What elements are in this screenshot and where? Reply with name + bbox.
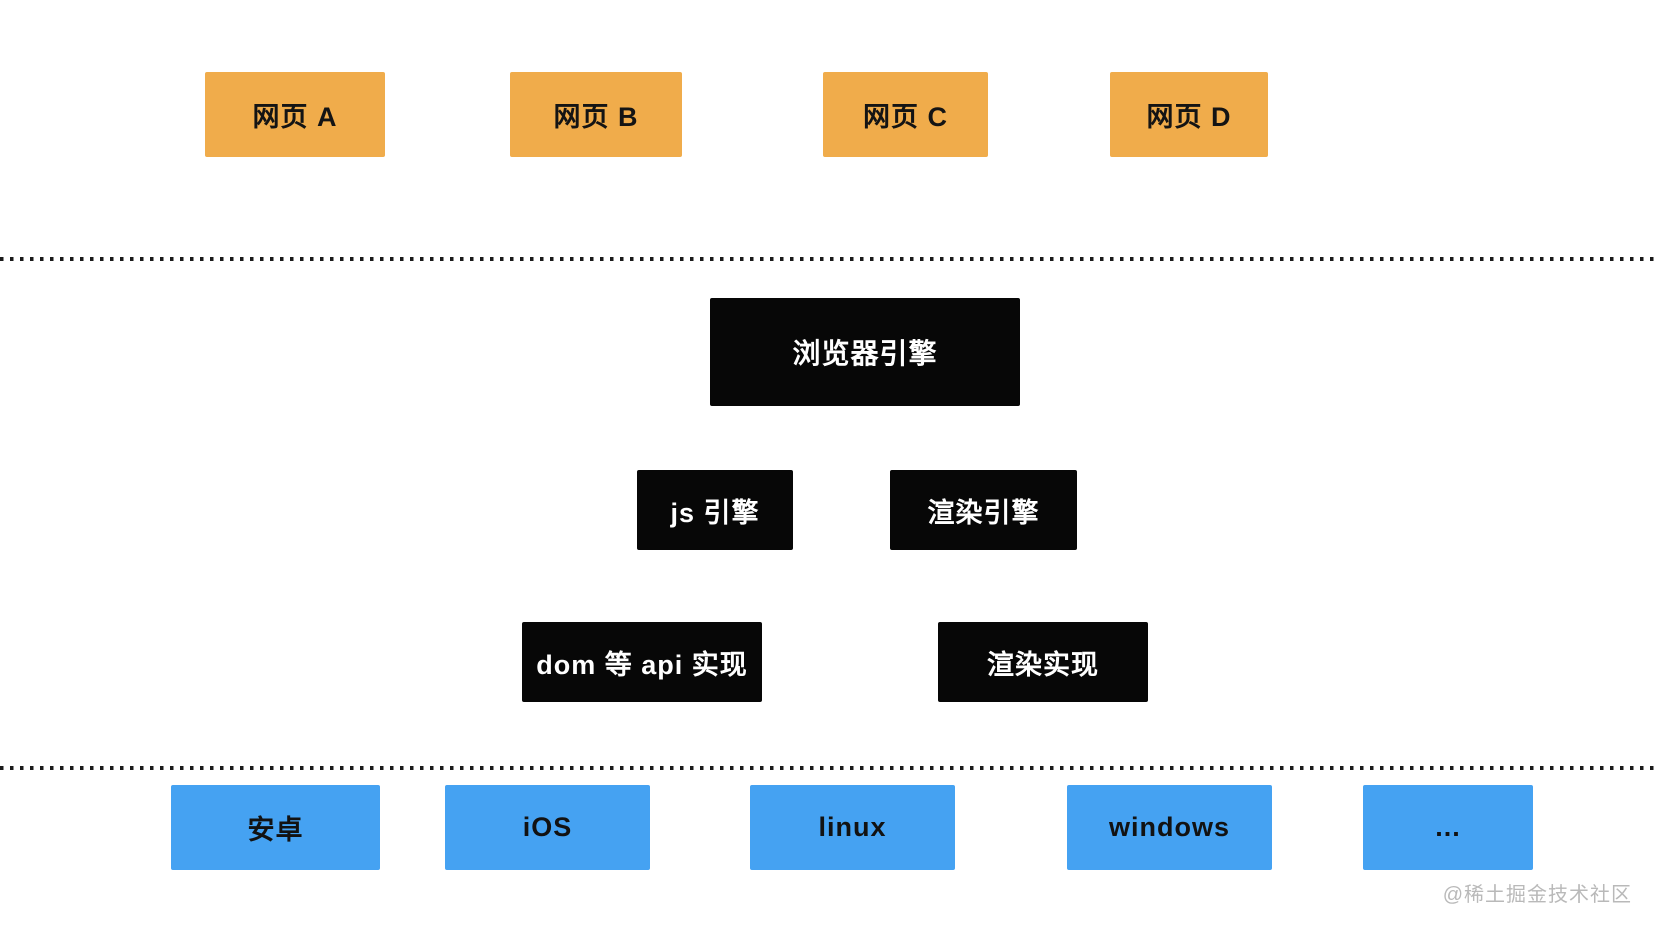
dotted-separator-top [0, 257, 1656, 261]
platform-box-ios: iOS [445, 785, 650, 870]
webpage-box-b: 网页 B [510, 72, 682, 157]
platform-box-more: ... [1363, 785, 1533, 870]
webpage-box-c: 网页 C [823, 72, 988, 157]
platform-box-windows: windows [1067, 785, 1272, 870]
js-engine-box: js 引擎 [637, 470, 793, 550]
watermark: @稀土掘金技术社区 [1442, 884, 1632, 906]
webpage-box-a: 网页 A [205, 72, 385, 157]
render-impl-box: 渲染实现 [938, 622, 1148, 702]
browser-engine-box: 浏览器引擎 [710, 298, 1020, 406]
webpage-box-d: 网页 D [1110, 72, 1268, 157]
render-engine-box: 渲染引擎 [890, 470, 1077, 550]
platform-box-linux: linux [750, 785, 955, 870]
dotted-separator-bottom [0, 766, 1656, 770]
platform-box-android: 安卓 [171, 785, 380, 870]
dom-api-impl-box: dom 等 api 实现 [522, 622, 762, 702]
